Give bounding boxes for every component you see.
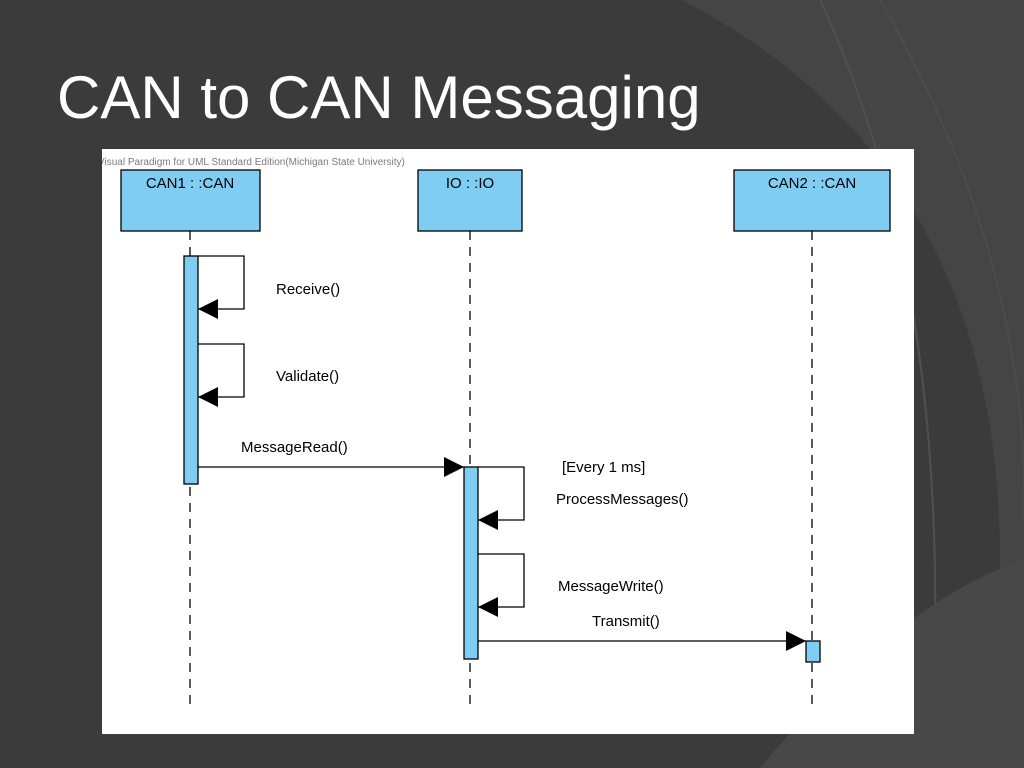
message-label-validate: Validate(): [276, 368, 339, 385]
message-arrow-message-write: [478, 553, 525, 617]
message-label-message-write: MessageWrite(): [558, 578, 664, 595]
message-label-transmit: Transmit(): [592, 613, 660, 630]
lifeline-can2[interactable]: CAN2 : :CAN: [733, 169, 891, 232]
activation-bar-can1: [183, 255, 199, 485]
lifeline-box-io: [417, 169, 523, 232]
activation-bar-io: [463, 466, 479, 660]
lifeline-can1[interactable]: CAN1 : :CAN: [120, 169, 261, 232]
message-arrow-validate: [198, 343, 245, 407]
lifeline-box-can2: [733, 169, 891, 232]
lifeline-label-can2: CAN2 : :CAN: [768, 175, 856, 192]
message-transmit[interactable]: Transmit(): [478, 613, 806, 651]
message-arrow-process-messages: [478, 466, 525, 530]
watermark-text: Visual Paradigm for UML Standard Edition…: [102, 157, 405, 168]
message-message-write[interactable]: MessageWrite(): [478, 553, 664, 617]
lifeline-label-can1: CAN1 : :CAN: [146, 175, 234, 192]
lifeline-box-can1: [120, 169, 261, 232]
sequence-diagram-canvas: Visual Paradigm for UML Standard Edition…: [102, 157, 891, 707]
lifeline-label-io: IO : :IO: [446, 175, 494, 192]
message-guard-process-messages: [Every 1 ms]: [562, 459, 645, 476]
message-message-read[interactable]: MessageRead(): [198, 439, 464, 477]
message-validate[interactable]: Validate(): [198, 343, 339, 407]
message-label-receive: Receive(): [276, 281, 340, 298]
message-label-process-messages: ProcessMessages(): [556, 491, 689, 508]
message-arrow-receive: [198, 255, 245, 319]
lifeline-io[interactable]: IO : :IO: [417, 169, 523, 232]
message-process-messages[interactable]: [Every 1 ms] ProcessMessages(): [478, 459, 689, 530]
message-label-message-read: MessageRead(): [241, 439, 348, 456]
slide-title: CAN to CAN Messaging: [57, 64, 701, 131]
activation-bar-can2: [805, 640, 821, 663]
message-receive[interactable]: Receive(): [198, 255, 340, 319]
sequence-diagram: Visual Paradigm for UML Standard Edition…: [102, 149, 914, 734]
